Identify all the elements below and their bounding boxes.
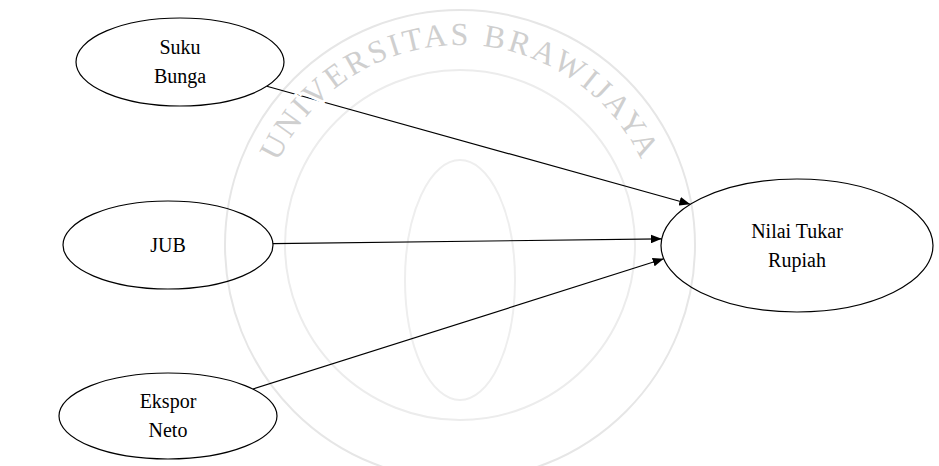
node-text-group: Suku Bunga: [148, 33, 212, 91]
variable-label: JUB: [150, 231, 186, 260]
node-text-group: Ekspor Neto: [128, 387, 208, 445]
variable-ellipse: Ekspor Neto: [58, 372, 278, 460]
influence-arrow: [253, 259, 664, 389]
variable-ellipse: JUB: [62, 200, 274, 290]
ellipse-outline: [75, 17, 285, 107]
seal-ring: [225, 10, 695, 466]
node-text-group: Nilai Tukar Rupiah: [727, 217, 867, 275]
variable-ellipse: Suku Bunga: [75, 17, 285, 107]
ellipse-border: [63, 201, 273, 289]
ellipse-outline: [660, 178, 934, 313]
ellipse-border: [76, 18, 284, 106]
watermark-text: UNIVERSITAS BRAWIJAYA: [252, 16, 668, 165]
variable-label: Nilai Tukar Rupiah: [727, 217, 867, 275]
ellipse-border: [661, 179, 933, 312]
node-text-group: JUB: [150, 231, 186, 260]
variable-label: Suku Bunga: [148, 33, 212, 91]
seal-ring: [285, 70, 635, 420]
ellipse-outline: [58, 372, 278, 460]
watermark-path-text: UNIVERSITAS BRAWIJAYA: [252, 16, 668, 165]
variable-label: Ekspor Neto: [128, 387, 208, 445]
influence-arrow: [273, 239, 662, 244]
seal-figure: [405, 160, 515, 400]
variable-ellipse: Nilai Tukar Rupiah: [660, 178, 934, 313]
ellipse-border: [59, 373, 277, 459]
